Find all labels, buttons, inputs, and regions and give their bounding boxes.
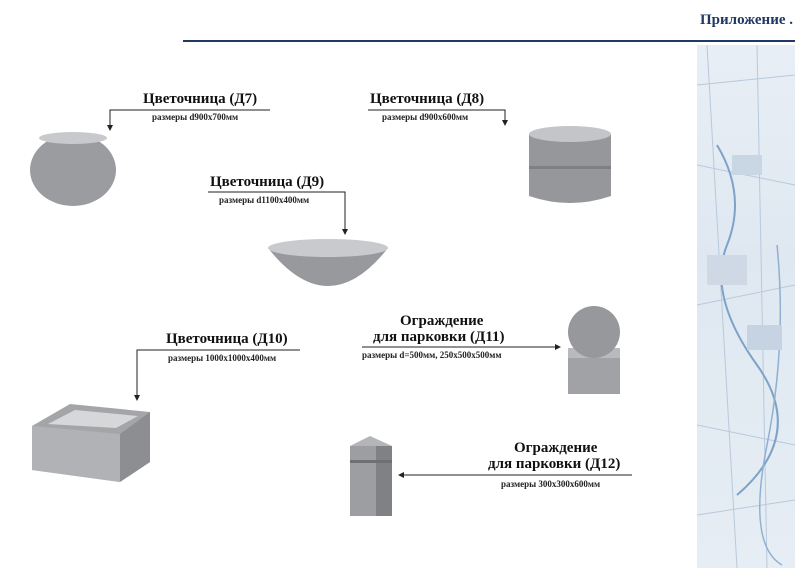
d11-title-line1: Ограждение: [400, 313, 484, 329]
d10-square-planter-image: [32, 404, 150, 482]
d10-title: Цветочница (Д10): [166, 331, 288, 347]
d12-title-line1: Ограждение: [514, 440, 598, 456]
d12-post-bollard-image: [350, 436, 392, 516]
d7-size: размеры d900x700мм: [152, 112, 239, 122]
header-divider: [183, 40, 795, 42]
d8-size: размеры d900x600мм: [382, 112, 469, 122]
d8-cylinder-planter-image: [529, 126, 611, 203]
slide-header-title: Приложение .: [700, 12, 793, 28]
d9-bowl-planter-image: [268, 239, 388, 286]
d9-title: Цветочница (Д9): [210, 174, 325, 190]
d12-title-line2: для парковки (Д12): [488, 456, 621, 472]
d10-size: размеры 1000x1000x400мм: [168, 353, 277, 363]
d8-title: Цветочница (Д8): [370, 91, 485, 107]
d7-title: Цветочница (Д7): [143, 91, 258, 107]
d7-round-planter-image: [30, 132, 116, 206]
d11-title-line2: для парковки (Д11): [373, 329, 505, 345]
d9-size: размеры d1100x400мм: [219, 195, 310, 205]
map-background-image: [697, 45, 795, 568]
d12-size: размеры 300x300x600мм: [501, 479, 601, 489]
d11-ball-bollard-image: [568, 306, 620, 394]
d11-size: размеры d=500мм, 250x500x500мм: [362, 350, 502, 360]
